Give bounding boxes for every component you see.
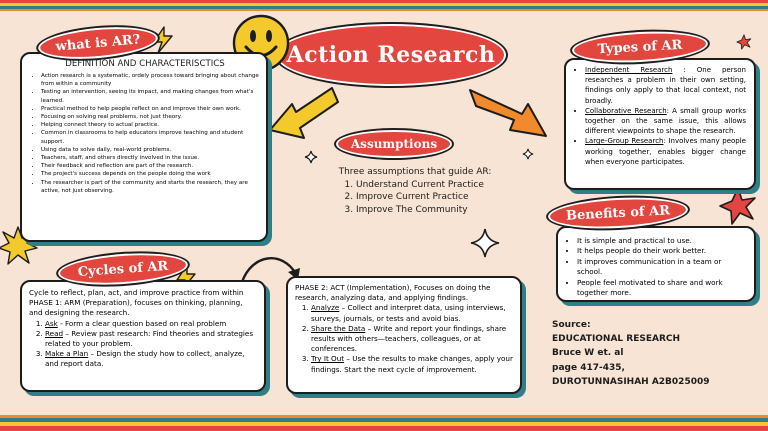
step-term: Read xyxy=(45,328,64,338)
list-item: Large-Group Research: Involves many peop… xyxy=(585,136,746,167)
list-item: Using data to solve daily, real-world pr… xyxy=(41,146,260,154)
orange-arrow-icon xyxy=(469,89,547,137)
type-separator: : xyxy=(666,106,673,115)
step-desc: – Review past research: Find theories an… xyxy=(45,328,254,349)
list-item: The researcher is part of the community … xyxy=(41,179,260,195)
assumptions-block: Three assumptions that guide AR: Underst… xyxy=(320,166,510,216)
step-desc: – Write and report your findings, share … xyxy=(311,323,507,354)
list-item: Improve The Community xyxy=(356,204,510,217)
list-item: Teachers, staff, and others directly inv… xyxy=(41,154,260,162)
type-desc: A small group works together on the same… xyxy=(585,106,746,136)
list-item: Ask - Form a clear question based on rea… xyxy=(45,319,258,329)
top-stripe-teal xyxy=(0,6,768,9)
list-item: Their feedback and reflection are part o… xyxy=(41,162,260,170)
cycles-phase1-box: Cycle to reflect, plan, act, and improve… xyxy=(20,280,266,392)
title-banner: Action Research xyxy=(276,24,506,86)
step-desc: - Form a clear question based on real pr… xyxy=(57,318,227,328)
type-separator: : xyxy=(672,66,697,74)
small-sparkle-icon xyxy=(304,150,318,164)
assumptions-list: Understand Current Practice Improve Curr… xyxy=(320,179,510,217)
top-stripe-yellow xyxy=(0,3,768,6)
list-item: People feel motivated to share and work … xyxy=(577,278,746,299)
list-item: Collaborative Research: A small group wo… xyxy=(585,106,746,137)
list-item: Share the Data – Write and report your f… xyxy=(311,324,514,355)
source-line: DUROTUNNASIHAH A2B025009 xyxy=(552,376,710,387)
small-sparkle-icon xyxy=(522,148,534,160)
benefits-of-ar-label: Benefits of AR xyxy=(565,203,671,224)
list-item: Action research is a systematic, ordely … xyxy=(41,72,260,88)
what-is-ar-label: what is AR? xyxy=(55,32,141,55)
bottom-stripe-orange xyxy=(0,415,768,418)
list-item: Read – Review past research: Find theori… xyxy=(45,329,258,349)
list-item: Independent Research : One person resear… xyxy=(585,65,746,106)
list-item: It improves communication in a team or s… xyxy=(577,257,746,278)
assumptions-banner: Assumptions xyxy=(336,130,452,158)
definition-list: Action research is a systematic, ordely … xyxy=(30,72,260,195)
list-item: Focusing on solving real problems, not j… xyxy=(41,113,260,121)
list-item: Common in classrooms to help educators i… xyxy=(41,129,260,145)
list-item: It is simple and practical to use. xyxy=(577,236,746,246)
phase1-list: Ask - Form a clear question based on rea… xyxy=(29,319,258,370)
step-desc: – Collect and interpret data, using inte… xyxy=(311,303,506,323)
list-item: The project's success depends on the peo… xyxy=(41,170,260,178)
phase1-text: PHASE 1: ARM (Preparation), focuses on t… xyxy=(29,298,243,318)
bottom-stripe-teal xyxy=(0,418,768,422)
definition-heading: DEFINITION AND CHARACTERISCTICS xyxy=(65,59,225,69)
source-line: page 417-435, xyxy=(552,362,625,373)
step-term: Ask xyxy=(45,318,58,328)
cycles-of-ar-label: Cycles of AR xyxy=(77,258,169,281)
types-of-ar-label: Types of AR xyxy=(597,37,683,58)
bottom-stripe-yellow xyxy=(0,422,768,426)
source-label: Source: xyxy=(552,320,591,330)
step-term: Try It Out xyxy=(311,354,345,364)
step-term: Analyze xyxy=(311,303,340,313)
list-item: Try It Out – Use the results to make cha… xyxy=(311,354,514,374)
list-item: Testing an intervention, seeing its impa… xyxy=(41,88,260,104)
yellow-arrow-icon xyxy=(269,87,339,139)
list-item: It helps people do their work better. xyxy=(577,246,746,256)
top-stripe-red xyxy=(0,0,768,3)
types-list: Independent Research : One person resear… xyxy=(574,65,746,167)
bottom-stripe-red xyxy=(0,426,768,431)
type-term: Large-Group Research xyxy=(585,137,664,146)
benefits-list: It is simple and practical to use. It he… xyxy=(566,236,746,298)
step-desc: – Design the study how to collect, analy… xyxy=(45,349,245,369)
type-separator: : xyxy=(663,137,669,146)
small-red-star-icon xyxy=(736,34,752,50)
phase2-list: Analyze – Collect and interpret data, us… xyxy=(295,303,514,374)
list-item: Helping connect theory to actual practic… xyxy=(41,121,260,129)
type-term: Collaborative Research xyxy=(585,106,667,115)
type-desc: Involves many people working together, e… xyxy=(585,137,746,166)
step-term: Share the Data xyxy=(311,323,366,333)
step-term: Make a Plan xyxy=(45,349,89,359)
list-item: Analyze – Collect and interpret data, us… xyxy=(311,303,514,323)
benefits-of-ar-box: It is simple and practical to use. It he… xyxy=(556,226,756,302)
list-item: Practical method to help people reflect … xyxy=(41,105,260,113)
what-is-ar-box: DEFINITION AND CHARACTERISCTICS Action r… xyxy=(20,52,268,242)
list-item: Improve Current Practice xyxy=(356,191,510,204)
sparkle-icon xyxy=(470,228,500,258)
type-term: Independent Research xyxy=(585,66,673,74)
page-title: Action Research xyxy=(286,42,496,68)
phase2-text: PHASE 2: ACT (Implementation), Focuses o… xyxy=(295,283,491,303)
cycles-phase2-box: PHASE 2: ACT (Implementation), Focuses o… xyxy=(286,276,522,394)
list-item: Understand Current Practice xyxy=(356,179,510,192)
assumptions-intro: Three assumptions that guide AR: xyxy=(338,167,492,177)
source-line: Bruce W et. al xyxy=(552,348,624,359)
type-desc: One person researches a problem in their… xyxy=(585,66,746,105)
top-stripe-orange xyxy=(0,9,768,11)
red-star-icon xyxy=(719,187,756,225)
list-item: Make a Plan – Design the study how to co… xyxy=(45,349,258,369)
step-desc: – Use the results to make changes, apply… xyxy=(311,354,513,374)
assumptions-label: Assumptions xyxy=(350,137,438,151)
source-block: Source: EDUCATIONAL RESEARCH Bruce W et.… xyxy=(552,318,752,389)
types-of-ar-box: Independent Research : One person resear… xyxy=(564,58,756,190)
cycles-intro: Cycle to reflect, plan, act, and improve… xyxy=(29,288,244,297)
source-line: EDUCATIONAL RESEARCH xyxy=(552,334,681,345)
